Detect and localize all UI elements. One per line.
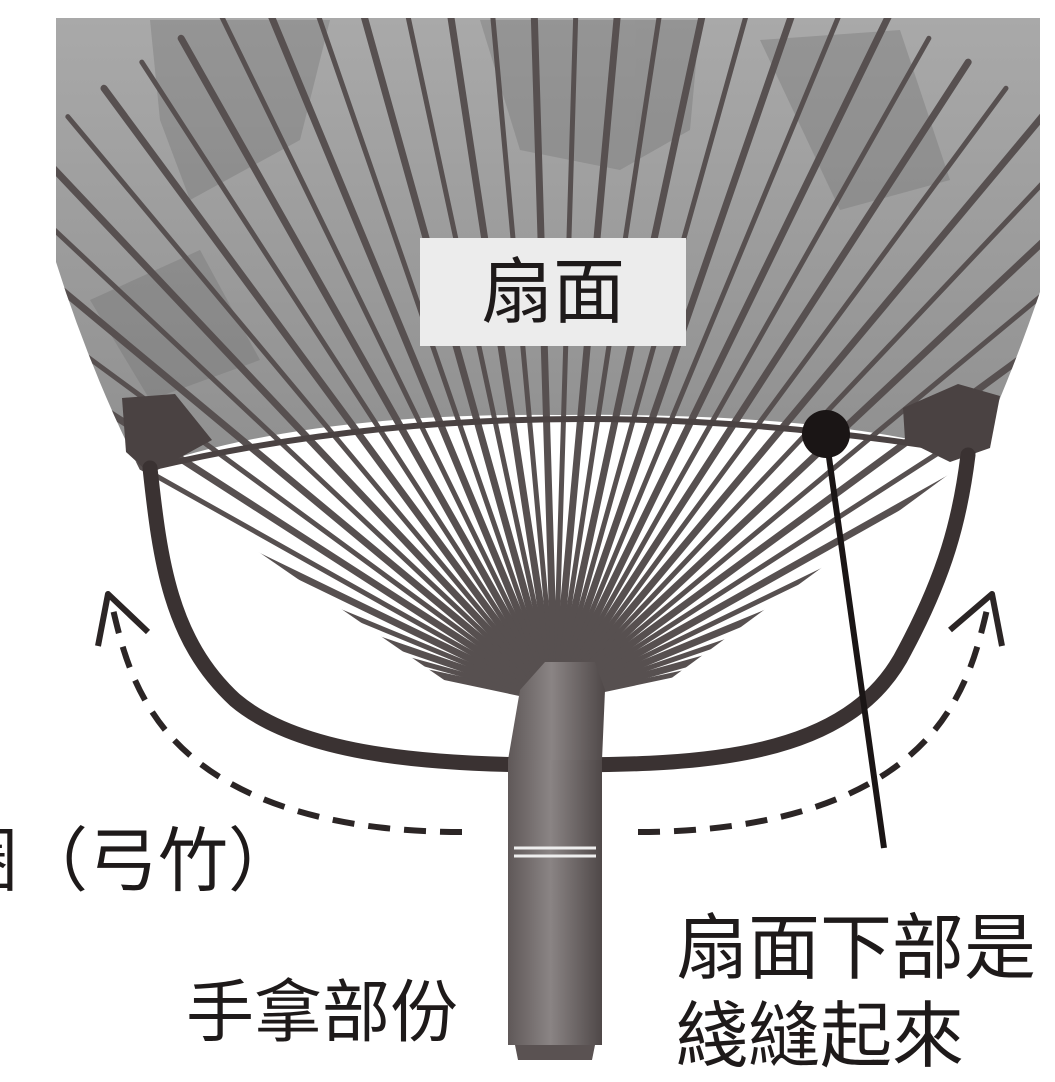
fan-rib [551,113,1040,704]
fan-rib [552,85,1009,703]
label-stitch-line2: 綫縫起來 [676,994,965,1078]
fan-rib [260,18,559,704]
label-fan-face: 扇面 [420,238,686,346]
fan-rib [139,59,558,703]
fan-rib [552,285,1040,703]
fan-rib [552,35,932,703]
fan-rib [56,210,559,704]
left-corner-patch [122,394,212,474]
label-stitch-line1: 扇面下部是 [676,906,1037,990]
fan-rib [551,324,1040,704]
left-arrow-head [95,591,151,647]
handle-string-binding [514,846,596,858]
left-dashed-arrow [109,604,463,835]
handle-end [515,1045,595,1060]
stitch-pointer-line [823,435,887,849]
label-bow-ring: 圈（弓竹） [0,820,298,902]
fan-rib [552,18,849,703]
right-dashed-arrow [637,604,991,835]
fan-rib [56,143,559,704]
fan-rib [552,211,1040,703]
fan-rib [56,325,558,703]
handle-top-collar [508,662,605,760]
right-arrow-head [948,591,1005,647]
fan-rib [100,84,559,704]
handle-shaft [508,760,602,1045]
fan-rib [56,284,559,704]
fan-ribs [56,18,1040,704]
fan-rib [551,246,1040,704]
fan-rib [219,18,558,703]
label-handle: 手拿部份 [186,974,459,1053]
fan-rib [551,58,972,704]
right-corner-patch [903,384,1000,462]
stitch-pointer-dot [802,410,850,458]
fan-rib [65,114,558,703]
fan-rib [551,18,892,704]
fan-rib [177,34,559,704]
fan-rib [56,247,558,703]
